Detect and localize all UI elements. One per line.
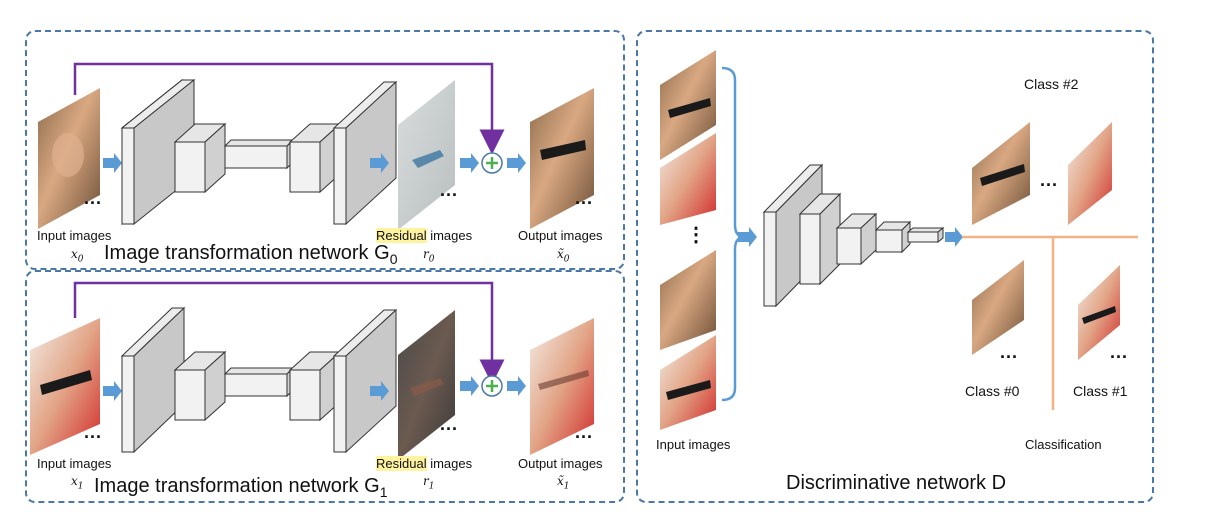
d-input-image-2 [660, 133, 716, 225]
g1-input-ellipsis: ... [84, 422, 103, 442]
class-0-label: Class #0 [965, 383, 1020, 399]
g1-input-label: Input images [37, 456, 112, 471]
class0-ellipsis: ... [1000, 342, 1019, 362]
discriminator-panel [636, 30, 1154, 503]
discriminator-group [660, 50, 1138, 430]
blue-arrow-icon [945, 227, 963, 247]
blue-arrow-icon [103, 153, 122, 173]
g0-input-label: Input images [37, 228, 112, 243]
d-title: Discriminative network D [786, 472, 1007, 494]
g0-output-image [530, 88, 594, 229]
classification-label: Classification [1025, 437, 1102, 452]
g1-autoencoder [120, 306, 398, 454]
class1-image [1078, 265, 1120, 360]
g0-residual-label: Residual images [376, 228, 473, 243]
g0-autoencoder [120, 78, 398, 226]
d-input-image-3 [660, 250, 716, 350]
g0-input-var: x0 [71, 247, 84, 265]
g1-residual-ellipsis: ... [440, 414, 459, 434]
class1-ellipsis: ... [1110, 342, 1129, 362]
blue-arrow-icon [460, 153, 479, 173]
blue-arrow-icon [738, 227, 757, 247]
class2-ellipsis: ... [1040, 170, 1059, 190]
class0-image [972, 260, 1024, 355]
class2-image-1 [972, 122, 1030, 225]
g0-residual-ellipsis: ... [440, 180, 459, 200]
g0-output-label: Output images [518, 228, 603, 243]
d-input-image-4 [660, 335, 716, 430]
class2-image-2 [1068, 122, 1112, 225]
g1-title: Image transformation network G1 [94, 475, 388, 500]
g1-residual-var: r1 [423, 474, 435, 492]
circled-plus-icon [481, 152, 503, 174]
g0-residual-var: r0 [423, 247, 435, 265]
g0-skip-connection [73, 62, 505, 155]
class-2-label: Class #2 [1024, 76, 1079, 92]
blue-arrow-icon [507, 153, 526, 173]
g0-output-var: x̃0 [557, 247, 570, 265]
g0-title: Image transformation network G0 [104, 242, 398, 267]
g1-output-image [530, 318, 594, 455]
g1-output-label: Output images [518, 456, 603, 471]
d-classifier-blocks [762, 163, 945, 308]
d-input-image-1 [660, 50, 716, 160]
g0-residual-image [398, 80, 455, 230]
g1-output-var: x̃1 [557, 474, 570, 492]
g0-input-ellipsis: ... [84, 188, 103, 208]
blue-arrow-icon [460, 376, 479, 396]
generator-g0-panel [25, 30, 625, 270]
d-vertical-ellipsis: ⋮ [686, 224, 706, 246]
d-input-label: Input images [656, 437, 731, 452]
circled-plus-icon [481, 375, 503, 397]
blue-arrow-icon [370, 153, 389, 173]
g1-input-var: x1 [71, 474, 84, 492]
g1-input-image [30, 318, 100, 455]
g0-output-ellipsis: ... [575, 188, 594, 208]
class-1-label: Class #1 [1073, 383, 1128, 399]
blue-arrow-icon [103, 381, 122, 401]
blue-arrow-icon [370, 381, 389, 401]
g0-group [38, 62, 594, 230]
g1-residual-image [398, 310, 455, 460]
generator-g1-panel [25, 270, 625, 503]
g1-skip-connection [73, 281, 505, 385]
g0-input-image [38, 88, 100, 229]
g1-residual-label: Residual images [376, 456, 473, 471]
g1-group [30, 281, 594, 460]
g1-output-ellipsis: ... [575, 422, 594, 442]
blue-arrow-icon [507, 376, 526, 396]
